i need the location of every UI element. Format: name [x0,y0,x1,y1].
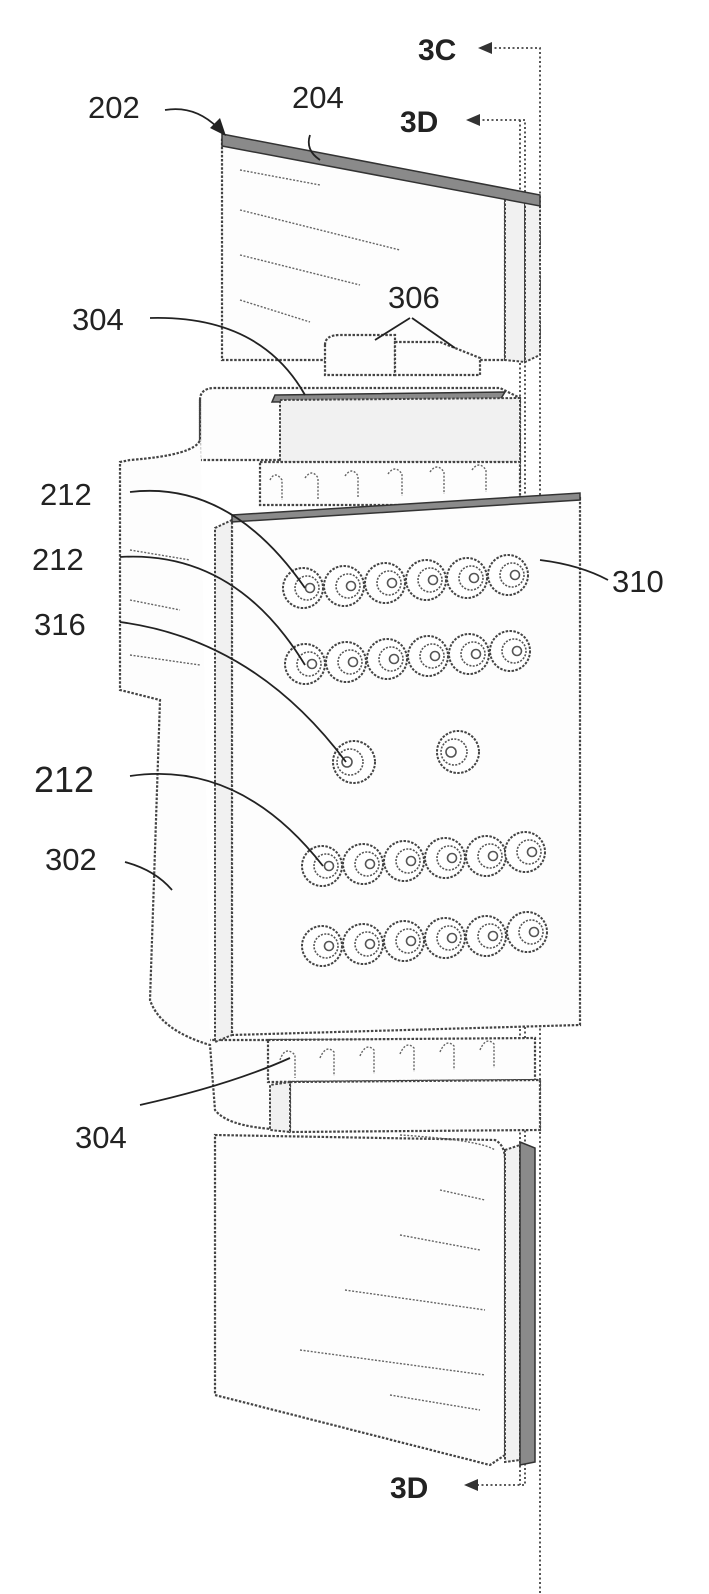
connector-port [447,558,487,598]
connector-port [425,838,465,878]
connector-port [490,631,530,671]
label-3d-top: 3D [400,106,438,139]
connector-port [384,841,424,881]
upper-connector-304 [200,388,520,505]
connector-port [505,832,545,872]
label-316: 316 [34,607,86,642]
label-3c: 3C [418,34,456,67]
connector-port [365,563,405,603]
connector-port [333,741,375,783]
connector-port [406,560,446,600]
label-212-a: 212 [40,477,92,512]
connector-port [302,926,342,966]
connector-port [324,566,364,606]
label-310: 310 [612,564,664,599]
connector-port [343,924,383,964]
lower-connector-304 [268,1038,540,1132]
connector-port [507,912,547,952]
arrow-3d-bottom-icon [464,1479,478,1491]
top-strip-204 [222,134,540,375]
connector-port [367,639,407,679]
connector-port [449,634,489,674]
connector-port [437,731,479,773]
label-212-c: 212 [34,759,94,800]
arrow-3c-icon [478,42,492,54]
label-304-bottom: 304 [75,1120,127,1155]
label-202: 202 [88,90,140,125]
connector-port [343,844,383,884]
label-304-top: 304 [72,302,124,337]
connector-port [425,918,465,958]
label-212-b: 212 [32,542,84,577]
connector-port [466,836,506,876]
connector-port [488,555,528,595]
arrow-3d-top-icon [466,114,480,126]
label-306: 306 [388,280,440,315]
label-3d-bottom: 3D [390,1472,428,1505]
connector-port [408,636,448,676]
connector-port [283,568,323,608]
label-302: 302 [45,842,97,877]
bottom-card [215,1135,535,1465]
arrow-202-icon [210,118,226,136]
label-204: 204 [292,80,344,115]
connector-port [326,642,366,682]
leader-202 [165,109,218,128]
connector-port [384,921,424,961]
connector-port [466,916,506,956]
